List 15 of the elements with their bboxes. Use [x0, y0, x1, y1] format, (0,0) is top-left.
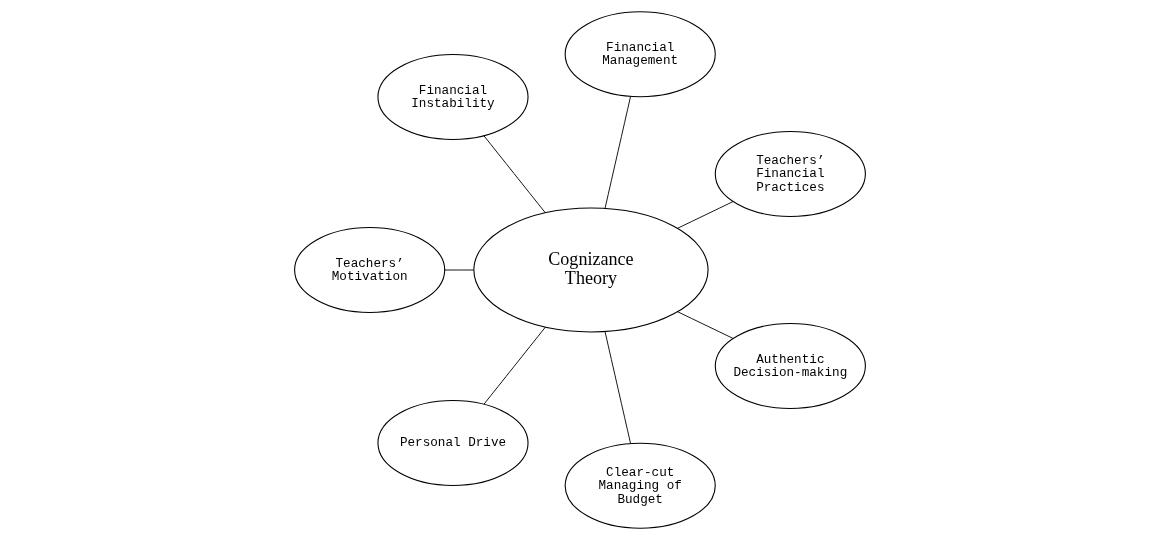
connector	[604, 96, 631, 209]
node-ellipse: Cognizance Theory	[472, 207, 709, 333]
connector	[443, 269, 474, 271]
node-ellipse: Authentic Decision-making	[714, 322, 866, 410]
connector	[676, 201, 734, 229]
node-ellipse: Personal Drive	[376, 400, 529, 487]
node-ellipse: Financial Instability	[376, 53, 529, 140]
connector	[482, 135, 546, 214]
connector	[604, 331, 631, 444]
connector	[482, 326, 546, 405]
node-ellipse: Teachers’ Motivation	[293, 226, 445, 314]
node-ellipse: Teachers’ Financial Practices	[714, 130, 866, 217]
connector	[676, 311, 734, 339]
node-ellipse: Clear-cut Managing of Budget	[564, 442, 716, 529]
node-ellipse: Financial Management	[564, 11, 716, 98]
